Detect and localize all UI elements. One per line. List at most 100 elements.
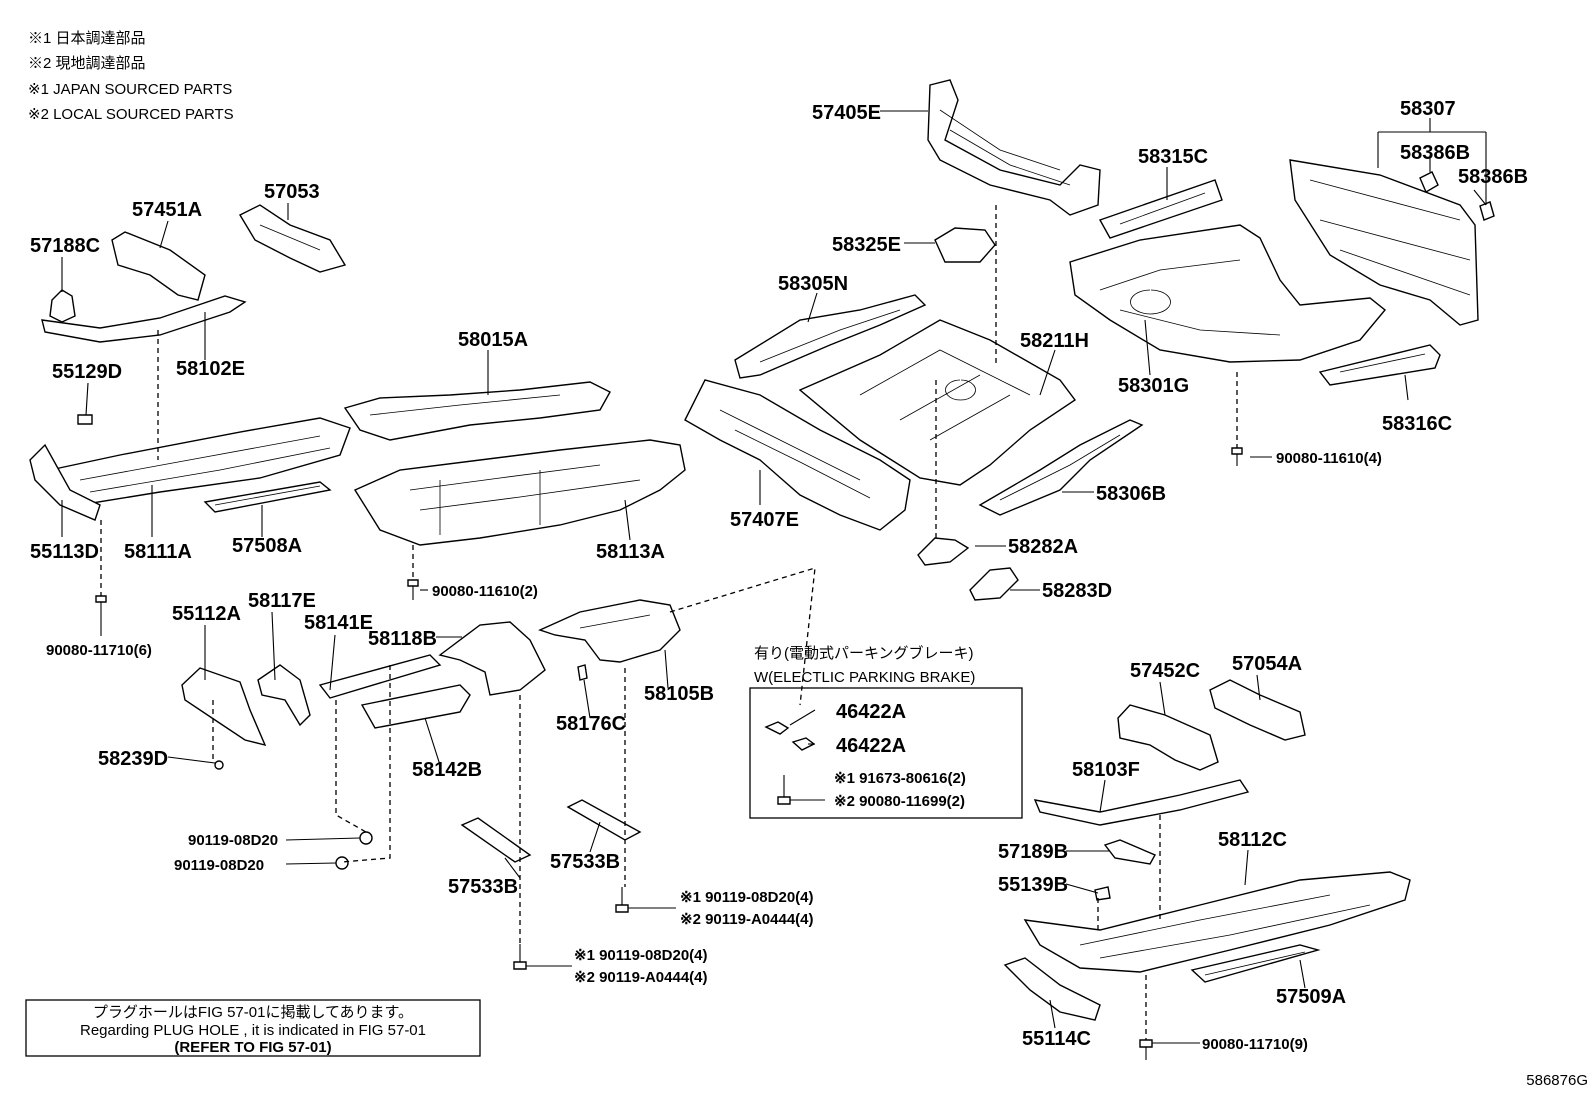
plug-note-en: Regarding PLUG HOLE , it is indicated in…: [80, 1022, 426, 1039]
part-shape-57509A: [1190, 944, 1321, 983]
label-58386B-a: 58386B: [1400, 142, 1470, 164]
label-91673-80616: ※1 91673-80616(2): [834, 770, 966, 787]
part-shape-57189B: [1103, 839, 1156, 865]
label-58118B: 58118B: [368, 628, 437, 650]
part-labels: 57405E 58315C 58307 58386B 58386B 57053 …: [30, 98, 1528, 1050]
label-58301G: 58301G: [1118, 375, 1189, 397]
label-57188C: 57188C: [30, 235, 100, 257]
label-90080-11610-4: 90080-11610(4): [1276, 450, 1382, 467]
label-90119-A0444-4b: ※2 90119-A0444(4): [574, 969, 708, 986]
label-90119-08D20-b: 90119-08D20: [174, 857, 264, 874]
label-58211H: 58211H: [1020, 330, 1089, 352]
part-shape-58307: [1289, 159, 1479, 326]
label-58103F: 58103F: [1072, 759, 1140, 781]
label-55139B: 55139B: [998, 874, 1068, 896]
clip-icon-46422A-a: [764, 721, 790, 735]
part-shape-57188C: [49, 289, 76, 323]
part-shape-57407E: [684, 379, 911, 531]
part-shape-58112C: [1023, 871, 1411, 973]
label-58117E: 58117E: [248, 590, 316, 612]
label-90080-11699: ※2 90080-11699(2): [834, 793, 965, 810]
label-58315C: 58315C: [1138, 146, 1208, 168]
part-shape-58282A: [917, 537, 970, 566]
part-shape-58113A: [353, 439, 686, 546]
plug-note-frame: [25, 999, 481, 1057]
fastener-labels: 90080-11610(4) 90080-11610(2) 90080-1171…: [46, 450, 1382, 1053]
bolt-icon-90119-08D20-4a: [615, 887, 629, 913]
label-90119-08D20-a: 90119-08D20: [188, 832, 278, 849]
label-57508A: 57508A: [232, 535, 302, 557]
label-55113D: 55113D: [30, 541, 99, 563]
part-shape-57452C: [1117, 704, 1219, 771]
label-58283D: 58283D: [1042, 580, 1112, 602]
label-58307: 58307: [1400, 98, 1456, 120]
bolt-icon-90080-11710-9: [1139, 1039, 1153, 1060]
part-shape-55113D: [29, 443, 101, 521]
part-shape-58105B: [538, 599, 681, 663]
label-58305N: 58305N: [778, 273, 848, 295]
epb-title-en: W(ELECTLIC PARKING BRAKE): [754, 669, 975, 686]
label-55129D: 55129D: [52, 361, 122, 383]
assembly-dashed-lines: [100, 205, 1238, 1040]
part-shape-58118B: [438, 621, 546, 696]
part-shape-55112A: [181, 667, 267, 747]
note-local-sourced-jp: ※2 現地調達部品: [28, 55, 146, 72]
label-57407E: 57407E: [730, 509, 799, 531]
bolt-icon-90119-08D20-4b: [513, 944, 527, 970]
label-58176C: 58176C: [556, 713, 626, 735]
part-shape-58325E: [934, 227, 996, 263]
part-shape-58305N: [734, 294, 927, 379]
label-58386B-b: 58386B: [1458, 166, 1528, 188]
part-shape-57533B-right: [566, 799, 642, 841]
plug-hole-note: プラグホールはFIG 57-01に掲載してあります。 Regarding PLU…: [25, 999, 481, 1057]
plug-note-refer: (REFER TO FIG 57-01): [174, 1039, 331, 1056]
label-57451A: 57451A: [132, 199, 202, 221]
label-58306B: 58306B: [1096, 483, 1166, 505]
part-shape-58301G: [1069, 224, 1386, 363]
part-shape-58117E: [257, 664, 311, 727]
label-57533B-b: 57533B: [550, 851, 620, 873]
part-shape-58141E: [318, 654, 442, 699]
part-shape-58102E: [41, 295, 247, 343]
bolt-icon-91673-80616: [777, 775, 791, 805]
note-japan-sourced-jp: ※1 日本調達部品: [28, 30, 146, 47]
epb-title-jp: 有り(電動式パーキングブレーキ): [754, 644, 974, 662]
label-46422A-b: 46422A: [836, 735, 906, 757]
label-58239D: 58239D: [98, 748, 168, 770]
label-46422A-a: 46422A: [836, 701, 906, 723]
leader-lines: [61, 110, 1487, 1044]
part-shape-57054A: [1209, 679, 1306, 741]
label-57533B-a: 57533B: [448, 876, 518, 898]
label-58141E: 58141E: [304, 612, 373, 634]
part-shape-57533B-left: [460, 817, 532, 863]
label-57509A: 57509A: [1276, 986, 1346, 1008]
label-57189B: 57189B: [998, 841, 1068, 863]
bolt-icon-90080-11610-4: [1231, 447, 1243, 466]
part-shape-58142B: [360, 684, 471, 729]
part-shape-57053: [239, 204, 347, 273]
part-shape-58103F: [1033, 779, 1250, 826]
bolt-icon-90119-08D20-a: [359, 831, 373, 845]
part-shape-55129D: [77, 414, 93, 425]
part-shape-58211H: [798, 319, 1077, 486]
label-58105B: 58105B: [644, 683, 714, 705]
label-58142B: 58142B: [412, 759, 482, 781]
part-shape-58239D: [214, 760, 224, 770]
part-shape-58386B-right: [1479, 201, 1495, 221]
bolt-icon-90080-11610-2: [407, 579, 419, 600]
epb-box-frame: [749, 687, 1023, 819]
part-shape-58306B: [978, 419, 1144, 516]
part-shape-58176C: [577, 664, 588, 681]
plug-note-jp: プラグホールはFIG 57-01に掲載してあります。: [93, 1004, 413, 1021]
label-90119-08D20-4a: ※1 90119-08D20(4): [680, 889, 814, 906]
part-shape-55114C: [1003, 957, 1101, 1021]
part-shape-57451A: [111, 231, 206, 301]
label-58111A: 58111A: [124, 541, 192, 563]
part-shape-55139B: [1094, 886, 1111, 901]
label-58112C: 58112C: [1218, 829, 1287, 851]
label-58316C: 58316C: [1382, 413, 1452, 435]
part-shape-57405E: [927, 79, 1101, 216]
label-90080-11610-2: 90080-11610(2): [432, 583, 538, 600]
